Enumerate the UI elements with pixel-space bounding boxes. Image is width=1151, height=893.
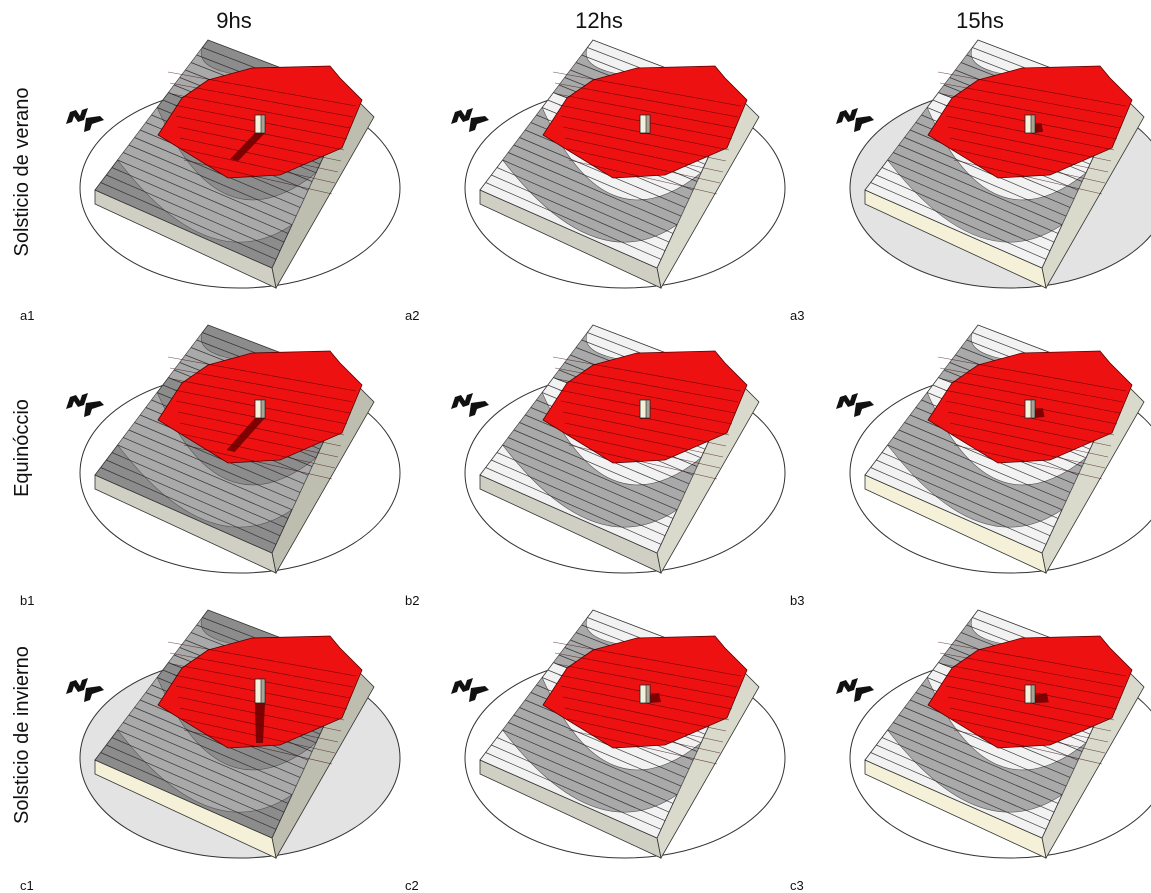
building-shadow [230, 133, 265, 161]
row-title-2: Equinóccio [11, 399, 33, 497]
building-block [1024, 399, 1036, 419]
panel-label-b3: b3 [790, 593, 805, 608]
building-shadow [648, 693, 661, 703]
terrain-model-a1 [66, 39, 401, 290]
terrain-model-c1 [66, 609, 401, 860]
terrain-model-a3 [836, 39, 1151, 290]
column-title-2: 12hs [575, 8, 623, 33]
column-title-1: 9hs [216, 8, 252, 33]
building-shadow [1033, 693, 1049, 703]
terrain-model-b3 [836, 324, 1151, 575]
north-arrow-icon [66, 108, 104, 132]
building-block [1024, 114, 1036, 134]
building-shadow [1033, 123, 1044, 133]
plateau-contours [937, 71, 1127, 195]
building-shadow [226, 418, 265, 452]
panel-b2 [425, 324, 786, 575]
panel-b1 [40, 324, 401, 575]
panel-label-a1: a1 [20, 308, 35, 323]
terrain-model-c2 [451, 609, 786, 860]
plateau-contours [937, 641, 1127, 765]
building-shadow [1033, 408, 1045, 418]
panel-c3 [810, 609, 1151, 860]
panel-c1 [40, 609, 401, 860]
north-arrow-icon [66, 678, 104, 702]
panel-label-b2: b2 [405, 593, 420, 608]
row-title-1: Solsticio de verano [11, 87, 33, 257]
terrain-model-c3 [836, 609, 1151, 860]
north-arrow-icon [451, 678, 489, 702]
building-block [254, 114, 266, 134]
north-arrow-icon [836, 393, 874, 417]
terrain-model-a2 [451, 39, 786, 290]
panel-label-a3: a3 [790, 308, 805, 323]
plateau-contours [552, 641, 742, 765]
panel-b3 [810, 324, 1151, 575]
terrain-model-b2 [451, 324, 786, 575]
building-shadow [255, 703, 265, 743]
building-block [254, 399, 266, 419]
north-arrow-icon [451, 108, 489, 132]
plateau-contours [167, 71, 357, 195]
panel-label-a2: a2 [405, 308, 420, 323]
terrain-model-b1 [66, 324, 401, 575]
plateau-contours [167, 356, 357, 480]
building-block [1024, 684, 1036, 704]
north-arrow-icon [451, 393, 489, 417]
panel-a3 [810, 39, 1151, 290]
panel-a1 [40, 39, 401, 290]
north-arrow-icon [836, 108, 874, 132]
north-arrow-icon [836, 678, 874, 702]
row-title-3: Solsticio de invierno [11, 646, 33, 824]
panel-label-b1: b1 [20, 593, 35, 608]
building-block [639, 114, 651, 134]
building-block [254, 678, 266, 704]
north-arrow-icon [66, 393, 104, 417]
column-title-3: 15hs [956, 8, 1004, 33]
building-block [639, 684, 651, 704]
panel-a2 [425, 39, 786, 290]
panel-c2 [425, 609, 786, 860]
building-block [639, 399, 651, 419]
